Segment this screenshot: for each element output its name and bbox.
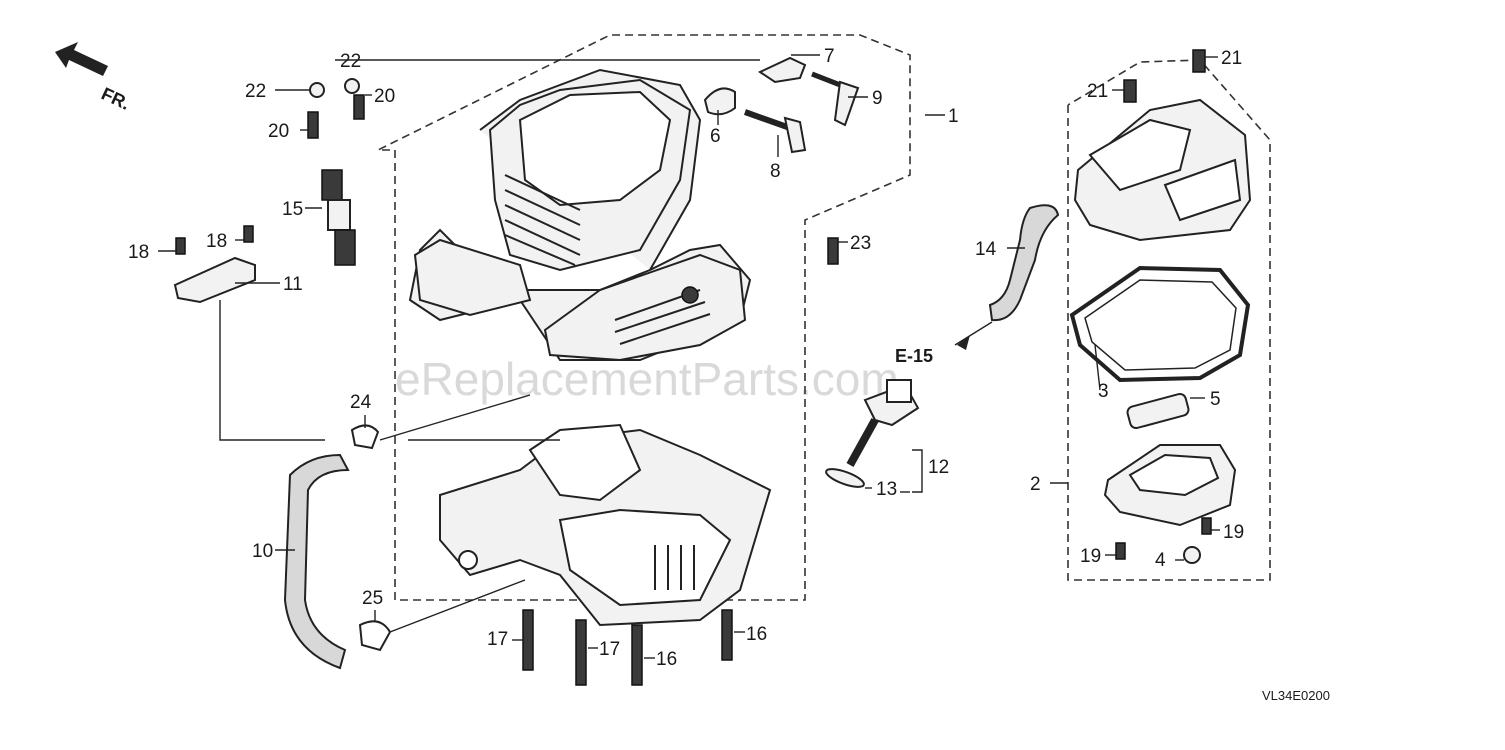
bolt-16b	[721, 609, 733, 661]
stud-20b	[353, 94, 365, 120]
engine-block	[408, 68, 752, 362]
hose-clip-25	[358, 620, 392, 652]
bolt-19a	[1115, 542, 1126, 560]
nut-22b	[344, 78, 360, 94]
callout-22b: 22	[340, 51, 361, 72]
callout-14: 14	[975, 239, 997, 260]
callout-13: 13	[876, 479, 897, 500]
bolt-21b	[1192, 49, 1206, 73]
callout-16b: 16	[746, 624, 767, 645]
stud-23	[827, 237, 839, 265]
callout-18a: 18	[128, 242, 149, 263]
callout-5: 5	[1210, 389, 1221, 410]
breather-hose	[283, 453, 350, 670]
callout-11: 11	[283, 274, 303, 295]
callout-22a: 22	[245, 81, 266, 102]
rocker-shaft-8	[743, 109, 807, 154]
callout-10: 10	[252, 541, 273, 562]
callout-2: 2	[1030, 474, 1041, 495]
oil-dipstick	[846, 379, 920, 467]
bolt-18a	[175, 237, 186, 255]
callout-20b: 20	[374, 86, 395, 107]
callout-25: 25	[362, 588, 383, 609]
rocker-shaft-9	[811, 71, 860, 127]
callout-23: 23	[850, 233, 871, 254]
bolt-16a	[631, 624, 643, 686]
bolt-18b	[243, 225, 254, 243]
callout-8: 8	[770, 161, 781, 182]
rocker-arm-6	[703, 87, 736, 116]
head-cover-assembly-boundary	[1067, 59, 1271, 581]
leader-lines	[158, 54, 1220, 659]
reference-arrow-icon	[957, 335, 970, 350]
breather-plate	[173, 256, 256, 304]
bolt-21a	[1123, 79, 1137, 103]
diagram-code: VL34E0200	[1262, 688, 1330, 703]
callout-16a: 16	[656, 649, 677, 670]
seal-5	[1126, 392, 1190, 430]
callout-17a: 17	[487, 629, 508, 650]
callout-20a: 20	[268, 121, 289, 142]
callout-21b: 21	[1221, 48, 1242, 69]
nut-4	[1183, 546, 1201, 564]
callout-18b: 18	[206, 231, 227, 252]
bolt-17b	[575, 619, 587, 686]
breather-cover-2	[1103, 444, 1237, 527]
callout-24: 24	[350, 392, 372, 413]
callout-12: 12	[928, 457, 949, 478]
callout-6: 6	[710, 126, 721, 147]
callout-15: 15	[282, 199, 303, 220]
crankcase	[439, 423, 772, 627]
callout-7: 7	[824, 46, 835, 67]
callout-17b: 17	[599, 639, 620, 660]
bolt-17a	[522, 609, 534, 671]
bolt-19b	[1201, 517, 1212, 535]
rocker-arm-7	[757, 56, 807, 84]
front-direction-arrow-icon	[55, 42, 108, 76]
spark-plug	[321, 169, 356, 266]
callout-19a: 19	[1080, 546, 1101, 567]
reference-e15: E-15	[895, 346, 933, 366]
callout-19b: 19	[1223, 522, 1244, 543]
head-cover-gasket	[1069, 265, 1251, 383]
front-direction-label: FR.	[98, 83, 133, 113]
callout-21a: 21	[1087, 81, 1108, 102]
hose-clip-24	[350, 424, 380, 450]
o-ring-13	[825, 468, 865, 488]
callout-1: 1	[948, 106, 959, 127]
stud-20a	[307, 111, 319, 139]
callout-9: 9	[872, 88, 883, 109]
cylinder-head-cover	[1073, 98, 1252, 242]
watermark: eReplacementParts.com	[395, 353, 899, 405]
callout-4: 4	[1155, 550, 1166, 571]
callout-3: 3	[1098, 381, 1109, 402]
breather-tube	[988, 204, 1060, 322]
nut-22a	[309, 82, 325, 98]
